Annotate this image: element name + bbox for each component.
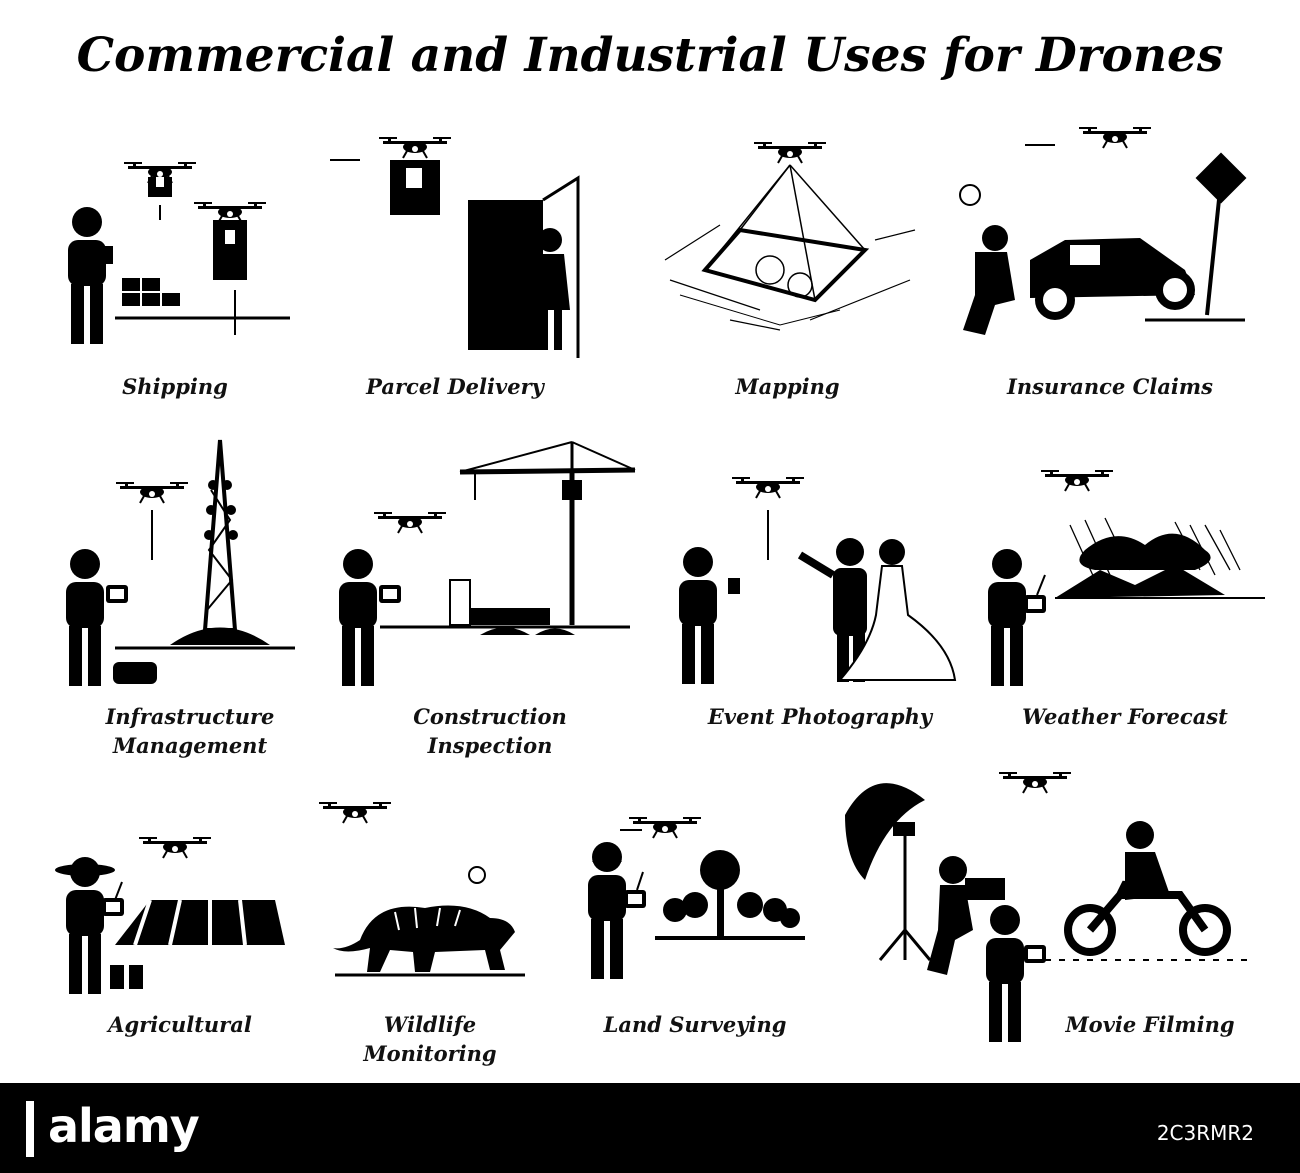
panel-land-surveying: Land Surveying [580,810,810,1060]
panel-parcel-delivery: Parcel Delivery [320,130,590,410]
watermark-footer: alamy 2C3RMR2 [0,1083,1300,1173]
use-label-event-photography: Event Photography [707,704,933,729]
stock-id: 2C3RMR2 [1156,1121,1254,1145]
panel-insurance-claims: Insurance Claims [945,120,1265,410]
mapping-illustration [664,141,916,331]
use-label-construction-inspection: Construction Inspection [413,704,567,758]
use-label-movie-filming: Movie Filming [1065,1012,1235,1037]
panel-movie-filming: Movie Filming [835,760,1265,1060]
panel-infrastructure-management: Infrastructure Management [55,430,305,760]
page-title: Commercial and Industrial Uses for Drone… [76,28,1224,83]
weather-forecast-illustration [988,469,1265,686]
panel-weather-forecast: Weather Forecast [975,430,1275,760]
panel-shipping: Shipping [55,150,305,410]
use-label-insurance-claims: Insurance Claims [1007,374,1213,399]
use-label-wildlife-monitoring: Wildlife Monitoring [363,1012,497,1066]
insurance-claims-illustration [959,126,1247,335]
use-label-shipping: Shipping [122,374,228,399]
panel-event-photography: Event Photography [670,430,970,760]
agricultural-illustration [55,836,285,994]
wildlife-monitoring-illustration [318,801,525,977]
brand-logo: alamy [48,1099,200,1153]
shipping-illustration [68,161,290,344]
land-surveying-illustration [588,816,805,979]
construction-inspection-illustration [339,441,636,686]
infrastructure-management-illustration [66,439,295,686]
panel-agricultural: Agricultural [55,820,305,1060]
panel-construction-inspection: Construction Inspection [330,430,650,760]
use-label-agricultural: Agricultural [108,1012,252,1037]
panel-wildlife-monitoring: Wildlife Monitoring [315,800,555,1066]
event-photography-illustration [679,476,957,684]
use-label-infrastructure-management: Infrastructure Management [105,704,275,758]
movie-filming-illustration [845,771,1250,1042]
use-label-parcel-delivery: Parcel Delivery [366,374,544,399]
use-label-land-surveying: Land Surveying [603,1012,787,1037]
brand-bar [26,1101,34,1157]
use-label-mapping: Mapping [735,374,840,399]
parcel-delivery-illustration [330,136,580,358]
use-label-weather-forecast: Weather Forecast [1022,704,1228,729]
panel-mapping: Mapping [660,130,920,410]
